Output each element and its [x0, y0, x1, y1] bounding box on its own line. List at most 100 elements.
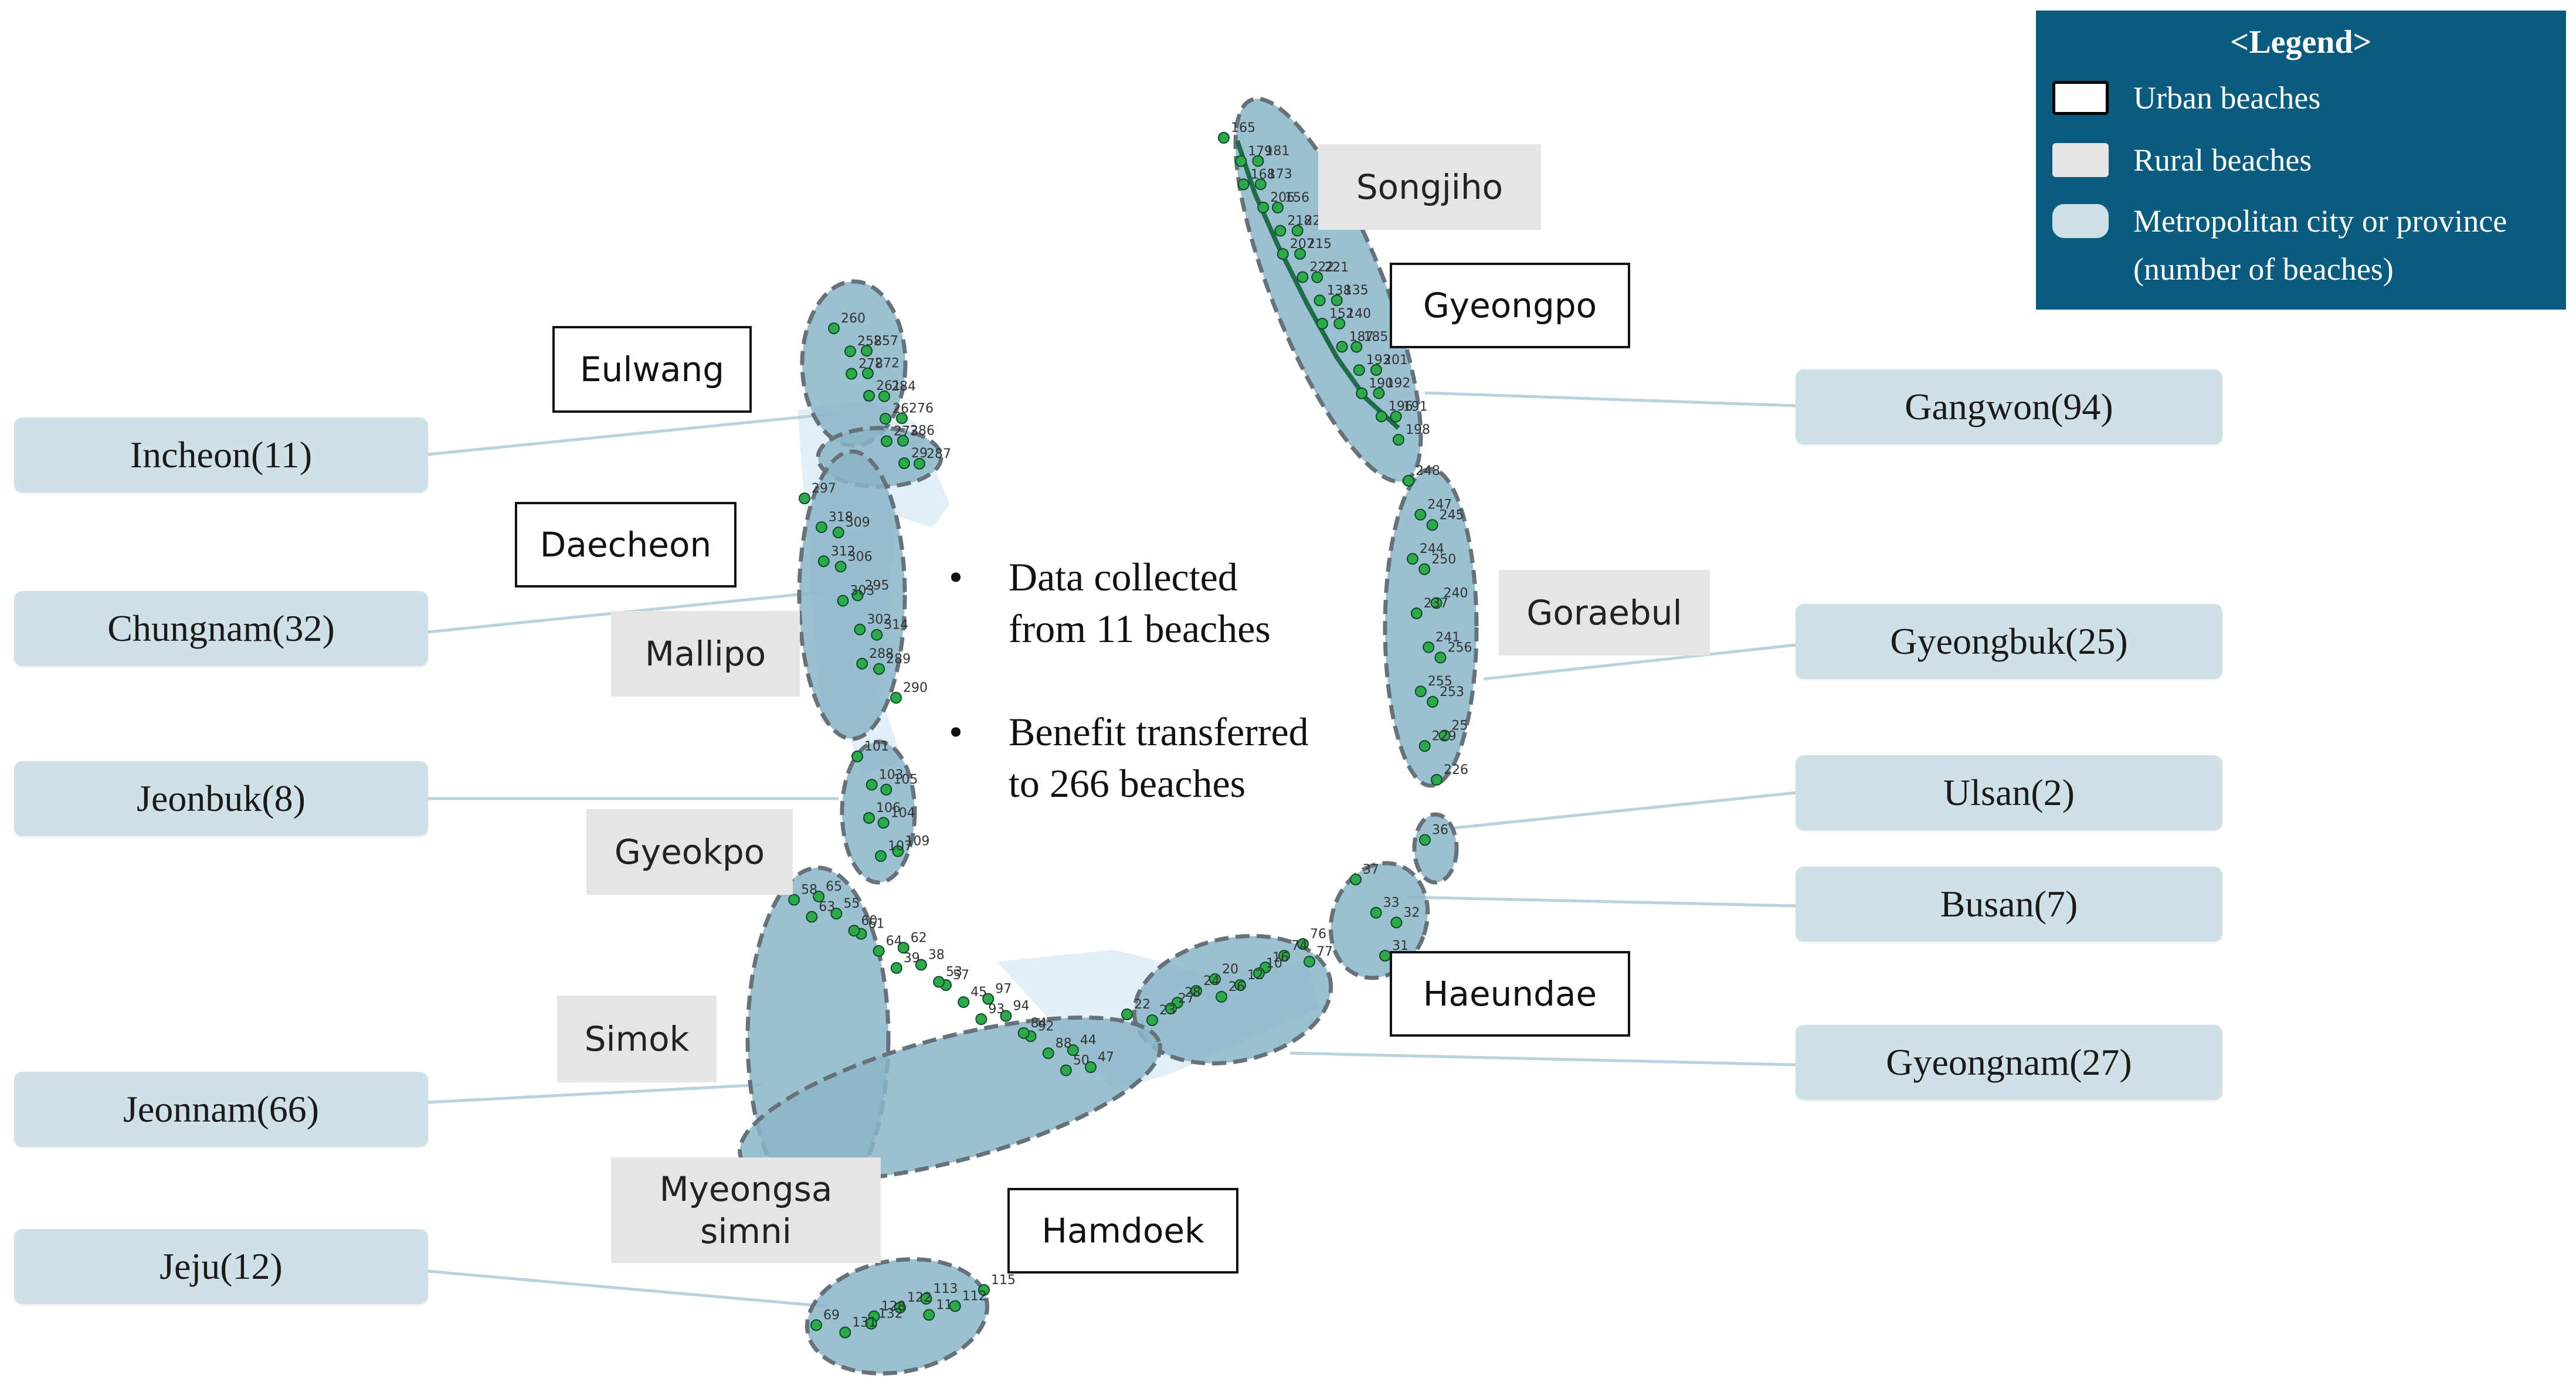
beach-dot-jeonbuk-105 [880, 783, 892, 796]
beach-number-incheon-261: 261 [876, 379, 901, 393]
beach-dot-gyeongnam-10 [1253, 967, 1265, 979]
legend-swatch-region [2052, 204, 2109, 238]
region-label-gangwon: Gangwon(94) [1796, 369, 2222, 444]
beach-number-jeonnam-44: 44 [1080, 1033, 1097, 1048]
beach-dot-gyeongbuk-240 [1430, 597, 1443, 609]
beach-number-gangwon-215: 215 [1307, 237, 1332, 252]
urban-beach-hamdoek: Hamdoek [1007, 1188, 1238, 1274]
beach-dot-jeonnam-58 [788, 894, 800, 906]
region-label-busan: Busan(7) [1796, 867, 2222, 942]
beach-number-gyeongnam-23: 23 [1159, 1003, 1176, 1018]
beach-dot-jeju-122 [894, 1302, 906, 1313]
beach-dot-chungnam-288 [856, 657, 868, 670]
beach-number-gangwon-181: 181 [1265, 144, 1289, 159]
study-notes: • Data collected from 11 beaches • Benef… [938, 551, 1309, 809]
beach-number-incheon-272: 272 [875, 356, 900, 371]
beach-number-incheon-257: 257 [874, 334, 898, 348]
beach-number-jeju-11: 11 [936, 1298, 952, 1313]
beach-dot-jeju-115 [978, 1284, 990, 1296]
beach-number-gangwon-135: 135 [1344, 283, 1369, 298]
beach-dot-jeju-11 [923, 1309, 935, 1321]
beach-number-jeonnam-88: 88 [1055, 1036, 1072, 1051]
beach-dot-chungnam-297 [799, 493, 810, 504]
beach-dot-gangwon-181 [1252, 155, 1264, 167]
beach-number-jeonnam-45: 45 [970, 985, 987, 1000]
beach-chains [1235, 140, 1400, 430]
beach-dot-incheon-29 [898, 457, 910, 469]
legend-label-region-count: (number of beaches) [2133, 252, 2394, 287]
beach-number-gangwon-187: 187 [1349, 330, 1374, 344]
beach-dot-gangwon-220 [1291, 225, 1304, 237]
beach-dot-gyeongbuk-25 [1438, 729, 1451, 742]
beach-dot-gangwon-215 [1294, 248, 1306, 260]
beach-number-incheon-286: 286 [910, 424, 935, 439]
beach-dot-jeonnam-50 [1060, 1064, 1072, 1077]
beach-dot-chungnam-302 [854, 623, 866, 636]
region-area-busan [1328, 861, 1430, 980]
beach-dot-gangwon-165 [1218, 132, 1230, 144]
beach-number-jeonbuk-104: 104 [891, 806, 915, 820]
beach-dot-gyeongbuk-253 [1427, 695, 1439, 708]
beach-dot-busan-37 [1350, 874, 1362, 885]
beach-number-gyeongnam-27: 27 [1178, 991, 1194, 1006]
beach-number-jeju-69: 69 [823, 1308, 840, 1323]
urban-beach-haeundae-text: Haeundae [1423, 974, 1597, 1014]
beach-number-gangwon-190: 190 [1369, 376, 1393, 391]
beach-number-gyeongnam-12: 12 [1247, 968, 1264, 983]
beach-number-jeonbuk-107: 107 [888, 839, 912, 854]
beach-number-incheon-284: 284 [891, 379, 916, 394]
beach-number-jeonnam-93: 93 [988, 1002, 1004, 1017]
rural-beach-simok: Simok [557, 996, 717, 1082]
beach-dot-jeonnam-60 [848, 925, 860, 937]
beach-number-gyeongbuk-229: 229 [1432, 729, 1457, 743]
beach-dot-gyeongbuk-248 [1403, 475, 1414, 487]
urban-beach-haeundae: Haeundae [1390, 951, 1630, 1037]
beach-dot-jeonnam-38 [915, 959, 927, 971]
beach-dot-gangwon-201 [1370, 364, 1382, 376]
beach-number-gangwon-201: 201 [1383, 353, 1408, 368]
beach-number-jeju-131: 131 [852, 1316, 877, 1330]
beach-dot-gyeongbuk-247 [1414, 508, 1427, 521]
beach-dot-gangwon-190 [1356, 387, 1368, 399]
beach-number-gyeongnam-10: 10 [1266, 956, 1282, 971]
beach-number-jeonnam-58: 58 [801, 883, 817, 898]
leader-lines [427, 391, 1796, 1308]
urban-beach-daecheon-text: Daecheon [539, 525, 712, 565]
beach-number-gangwon-198: 198 [1406, 423, 1430, 437]
beach-number-gangwon-156: 156 [1285, 191, 1309, 205]
beach-number-busan-33: 33 [1383, 896, 1400, 911]
beach-number-jeonnam-60: 60 [861, 914, 878, 928]
beach-dot-gangwon-187 [1336, 341, 1348, 353]
beach-number-jeonnam-84: 84 [1031, 1016, 1047, 1031]
note-benefit-transferred: • Benefit transferred to 266 beaches [938, 706, 1309, 809]
beach-number-gangwon-196: 196 [1389, 399, 1413, 414]
region-label-gyeongnam-text: Gyeongnam(27) [1886, 1041, 2132, 1083]
legend-label-rural: Rural beaches [2133, 142, 2312, 178]
beach-number-ulsan-36: 36 [1432, 823, 1448, 838]
beach-number-jeonnam-55: 55 [843, 897, 860, 911]
beach-dot-incheon-276 [896, 412, 908, 425]
beach-dot-chungnam-289 [873, 663, 885, 675]
beach-number-chungnam-306: 306 [848, 549, 873, 564]
beach-number-gyeongbuk-253: 253 [1440, 685, 1464, 700]
beach-number-busan-37: 37 [1363, 863, 1379, 877]
rural-beach-goraebul: Goraebul [1499, 570, 1710, 656]
bullet-icon: • [949, 555, 963, 599]
beach-dot-jeonbuk-104 [877, 817, 890, 829]
beach-number-gyeongnam-28: 28 [1185, 986, 1201, 1000]
rural-beach-goraebul-text: Goraebul [1526, 592, 1682, 633]
beach-dot-ulsan-36 [1419, 834, 1431, 846]
beach-dot-gangwon-222 [1297, 271, 1309, 283]
beach-dot-incheon-257 [861, 345, 873, 357]
beach-number-gyeongbuk-237: 237 [1424, 596, 1448, 611]
beach-dot-gyeongnam-26 [1216, 991, 1227, 1003]
beach-number-gyeongnam-76: 76 [1310, 927, 1326, 942]
beach-dot-gangwon-207 [1277, 248, 1289, 260]
beach-number-jeonnam-50: 50 [1073, 1053, 1090, 1068]
region-label-incheon-text: Incheon(11) [130, 434, 313, 476]
beach-number-chungnam-288: 288 [869, 647, 894, 661]
beach-dot-jeju-132 [865, 1317, 877, 1330]
beach-dot-gangwon-218 [1274, 225, 1287, 237]
beach-dot-gangwon-191 [1390, 410, 1402, 423]
